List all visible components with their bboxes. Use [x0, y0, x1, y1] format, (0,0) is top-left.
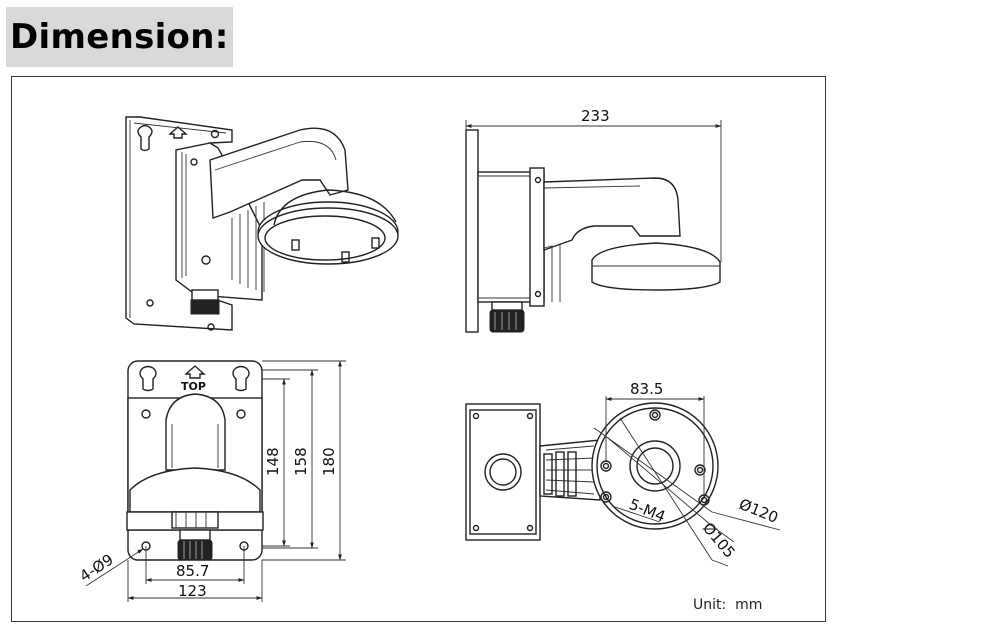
unit-label: Unit: mm: [693, 597, 762, 613]
bottom-view: [465, 396, 781, 567]
dim-158: 158: [292, 447, 310, 476]
page-title: Dimension:: [10, 17, 229, 57]
side-view: [465, 120, 722, 333]
dim-233: 233: [581, 107, 610, 125]
dim-83-5: 83.5: [630, 380, 663, 398]
dim-180: 180: [320, 447, 338, 476]
dim-4-d9: 4-Ø9: [76, 550, 116, 585]
dim-d120: Ø120: [737, 495, 781, 527]
drawing-frame: [11, 76, 826, 622]
isometric-view: [125, 116, 399, 331]
front-view: [85, 360, 346, 602]
dim-148: 148: [264, 447, 282, 476]
dim-85-7: 85.7: [176, 562, 209, 580]
dim-d105: Ø105: [699, 519, 739, 562]
title-banner: Dimension:: [6, 7, 233, 67]
top-label: TOP: [181, 380, 206, 393]
dim-123: 123: [178, 582, 207, 600]
